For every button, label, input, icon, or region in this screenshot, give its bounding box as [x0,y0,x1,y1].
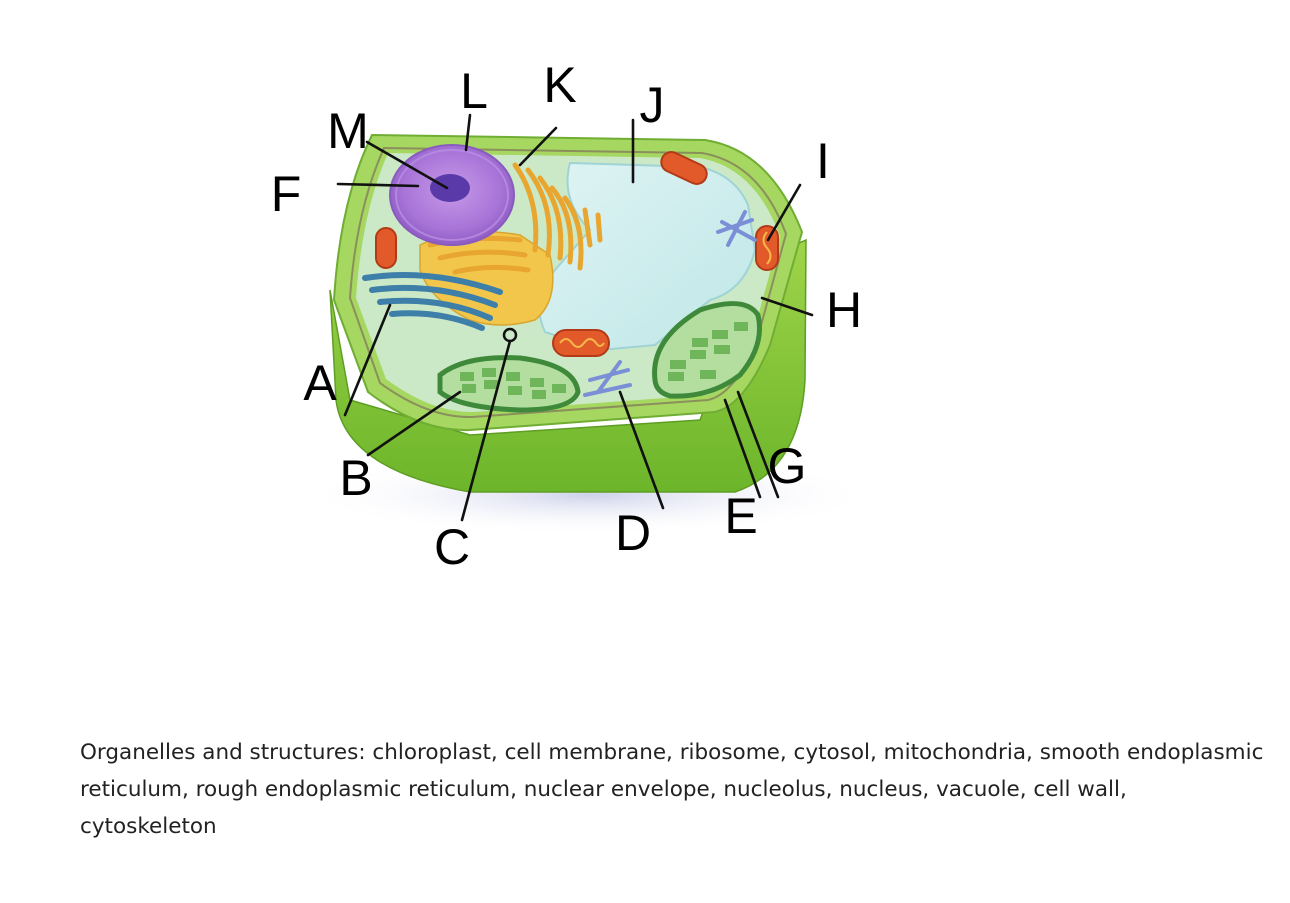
label-d: D [615,505,651,561]
label-m: M [327,103,369,159]
nucleolus [430,174,470,202]
label-k: K [543,57,576,113]
mitochondrion-right [755,225,779,271]
mitochondrion-top [660,151,708,185]
nuclear-envelope [395,149,509,241]
mitochondrion-bottom [552,329,610,357]
cytoskeleton [583,210,757,397]
label-e: E [724,488,757,544]
cell-membrane [348,146,788,419]
label-h: H [826,282,862,338]
organelle-word-bank: Organelles and structures: chloroplast, … [80,740,1264,839]
label-i: I [816,133,830,189]
label-a: A [303,355,337,411]
rough-er [427,162,603,275]
central-vacuole [538,161,757,352]
chloroplast-left [437,355,581,413]
label-l: L [460,63,488,119]
label-g: G [768,438,807,494]
label-c: C [434,519,470,575]
golgi-apparatus [362,272,503,331]
label-f: F [271,166,302,222]
mitochondrion-left [375,227,397,269]
leader-lines [336,113,814,522]
label-j: J [640,77,665,133]
chloroplast-right [652,301,763,399]
label-b: B [339,450,372,506]
